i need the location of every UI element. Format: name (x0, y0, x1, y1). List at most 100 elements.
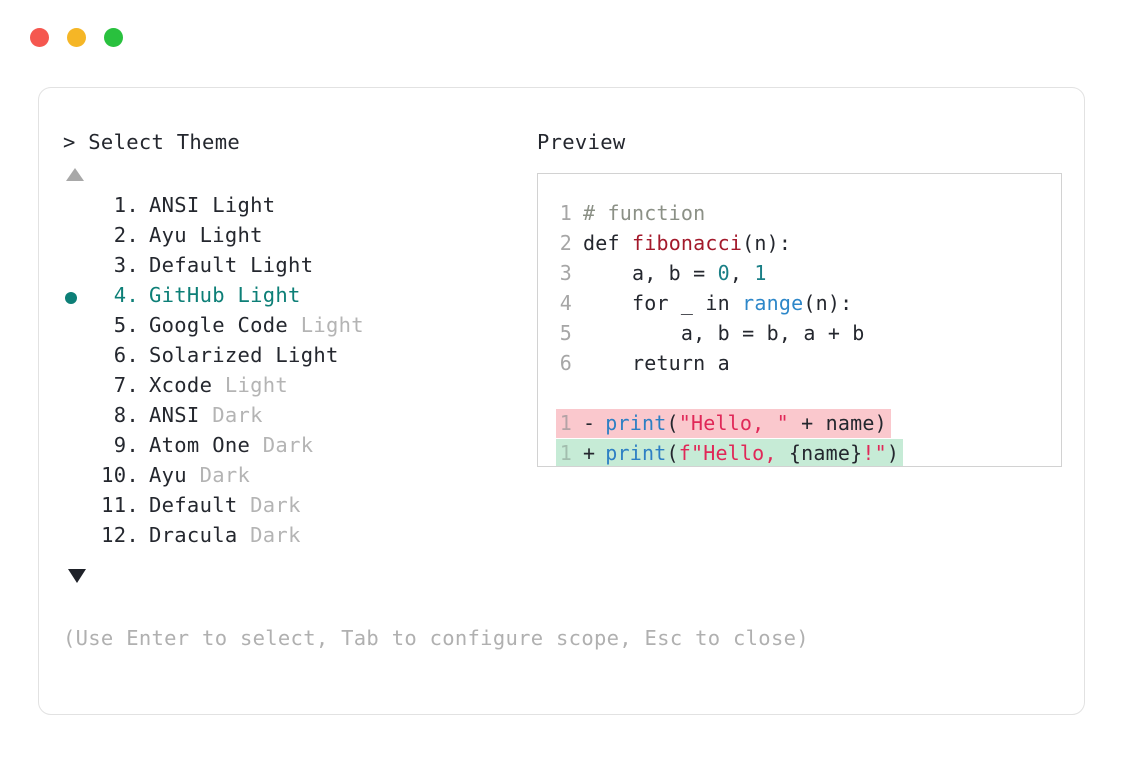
code-token: (n): (742, 231, 792, 255)
diff-block: 1-print("Hello, " + name)1+print(f"Hello… (538, 409, 1061, 466)
code-token: (n): (803, 291, 853, 315)
theme-item-variant: Dark (237, 522, 301, 547)
keyboard-hint: (Use Enter to select, Tab to configure s… (63, 626, 809, 650)
code-token: + name) (788, 411, 887, 435)
diff-line-minus: 1-print("Hello, " + name) (538, 409, 1061, 439)
line-number: 1 (559, 201, 572, 225)
code-text: a, b = 0, 1 (583, 261, 767, 285)
theme-item-index: 3. (101, 252, 139, 277)
theme-item-variant: Dark (199, 402, 263, 427)
theme-item-name: Ayu (149, 462, 187, 487)
theme-list-item[interactable]: 8. ANSI Dark (63, 403, 533, 433)
code-token: ( (666, 441, 679, 465)
theme-list-item[interactable]: 11. Default Dark (63, 493, 533, 523)
theme-item-index: 8. (101, 402, 139, 427)
triangle-down-icon[interactable] (68, 568, 86, 583)
theme-item-index: 5. (101, 312, 139, 337)
diff-sign: + (583, 441, 596, 465)
code-token: !" (862, 441, 887, 465)
theme-item-index: 10. (101, 462, 139, 487)
code-token: for _ in (583, 291, 743, 315)
selection-bullet-slot (63, 291, 93, 304)
maximize-window-button[interactable] (104, 28, 123, 47)
code-line: 4 for _ in range(n): (538, 291, 1061, 321)
code-token: a, b = (583, 261, 718, 285)
theme-list-item[interactable]: 2.Ayu Light (63, 223, 533, 253)
line-number: 4 (559, 291, 572, 315)
selection-bullet-icon (65, 291, 77, 304)
select-theme-prompt: > Select Theme (63, 130, 240, 154)
theme-item-variant: Dark (186, 462, 251, 487)
code-token: return a (583, 351, 730, 375)
diff-code-text: print(f"Hello, {name}!") (605, 441, 899, 465)
theme-item-index: 7. (101, 372, 139, 397)
theme-list-item[interactable]: 9. Atom One Dark (63, 433, 533, 463)
code-token: ( (666, 411, 679, 435)
code-token: range (742, 291, 804, 315)
theme-list-item[interactable]: 7. Xcode Light (63, 373, 533, 403)
theme-item-variant: Light (288, 312, 364, 337)
theme-list-item[interactable]: 5. Google Code Light (63, 313, 533, 343)
code-line: 6 return a (538, 351, 1061, 381)
theme-list: 1.ANSI Light 2.Ayu Light 3.Default Light… (63, 193, 533, 553)
code-line: 2 def fibonacci(n): (538, 231, 1061, 261)
diff-line-highlight: 1+print(f"Hello, {name}!") (556, 439, 904, 466)
close-window-button[interactable] (30, 28, 49, 47)
theme-item-index: 2. (101, 222, 139, 247)
diff-line-plus: 1+print(f"Hello, {name}!") (538, 439, 1061, 466)
code-token: , (729, 261, 755, 285)
triangle-up-icon[interactable] (66, 167, 84, 181)
code-token: 0 (717, 261, 730, 285)
code-text: for _ in range(n): (583, 291, 852, 315)
line-number: 3 (559, 261, 572, 285)
code-spacer (538, 381, 1061, 409)
diff-code-text: print("Hello, " + name) (605, 411, 887, 435)
theme-item-name: Default Light (149, 252, 314, 277)
line-number: 6 (559, 351, 572, 375)
theme-item-name: Dracula (149, 522, 238, 547)
theme-list-item[interactable]: 10. Ayu Dark (63, 463, 533, 493)
theme-item-name: Default (149, 492, 238, 517)
theme-item-name: Xcode (149, 372, 213, 397)
code-token: print (605, 411, 667, 435)
code-token: {name} (788, 441, 863, 465)
theme-item-index: 1. (101, 192, 139, 217)
theme-item-index: 11. (101, 492, 139, 517)
code-line: 5 a, b = b, a + b (538, 321, 1061, 351)
code-token: f"Hello, (678, 441, 789, 465)
theme-item-name: GitHub Light (149, 282, 301, 307)
theme-list-item[interactable]: 1. ANSI Light (63, 193, 533, 223)
theme-list-item[interactable]: 3. Default Light (63, 253, 533, 283)
theme-selector-panel: > Select Theme 1.ANSI Light 2.Ayu Light … (63, 130, 533, 583)
theme-item-variant: Dark (250, 432, 314, 457)
line-number: 2 (559, 231, 572, 255)
theme-item-index: 12. (101, 522, 139, 547)
theme-item-name: Atom One (149, 432, 251, 457)
theme-item-index: 9. (101, 432, 139, 457)
theme-item-index: 6. (101, 342, 139, 367)
code-token: a, b = b, a + b (583, 321, 865, 345)
theme-list-item[interactable]: 6.Solarized Light (63, 343, 533, 373)
code-token: print (605, 441, 667, 465)
theme-item-variant: Light (212, 372, 289, 397)
theme-item-name: Google Code (149, 312, 289, 337)
line-number: 5 (559, 321, 572, 345)
theme-item-name: ANSI (149, 402, 200, 427)
theme-selector-card: > Select Theme 1.ANSI Light 2.Ayu Light … (38, 87, 1085, 715)
theme-item-index: 4. (101, 282, 139, 307)
code-text: return a (583, 351, 730, 375)
diff-line-highlight: 1-print("Hello, " + name) (556, 409, 891, 438)
theme-item-name: ANSI Light (149, 192, 276, 217)
theme-list-item[interactable]: 4. GitHub Light (63, 283, 533, 313)
preview-label: Preview (537, 130, 626, 154)
code-line: 3 a, b = 0, 1 (538, 261, 1061, 291)
code-text: def fibonacci(n): (583, 231, 791, 255)
code-token: fibonacci (631, 231, 743, 255)
theme-item-variant: Dark (237, 492, 301, 517)
minimize-window-button[interactable] (67, 28, 86, 47)
theme-list-item[interactable]: 12. Dracula Dark (63, 523, 533, 553)
code-text: a, b = b, a + b (583, 321, 865, 345)
